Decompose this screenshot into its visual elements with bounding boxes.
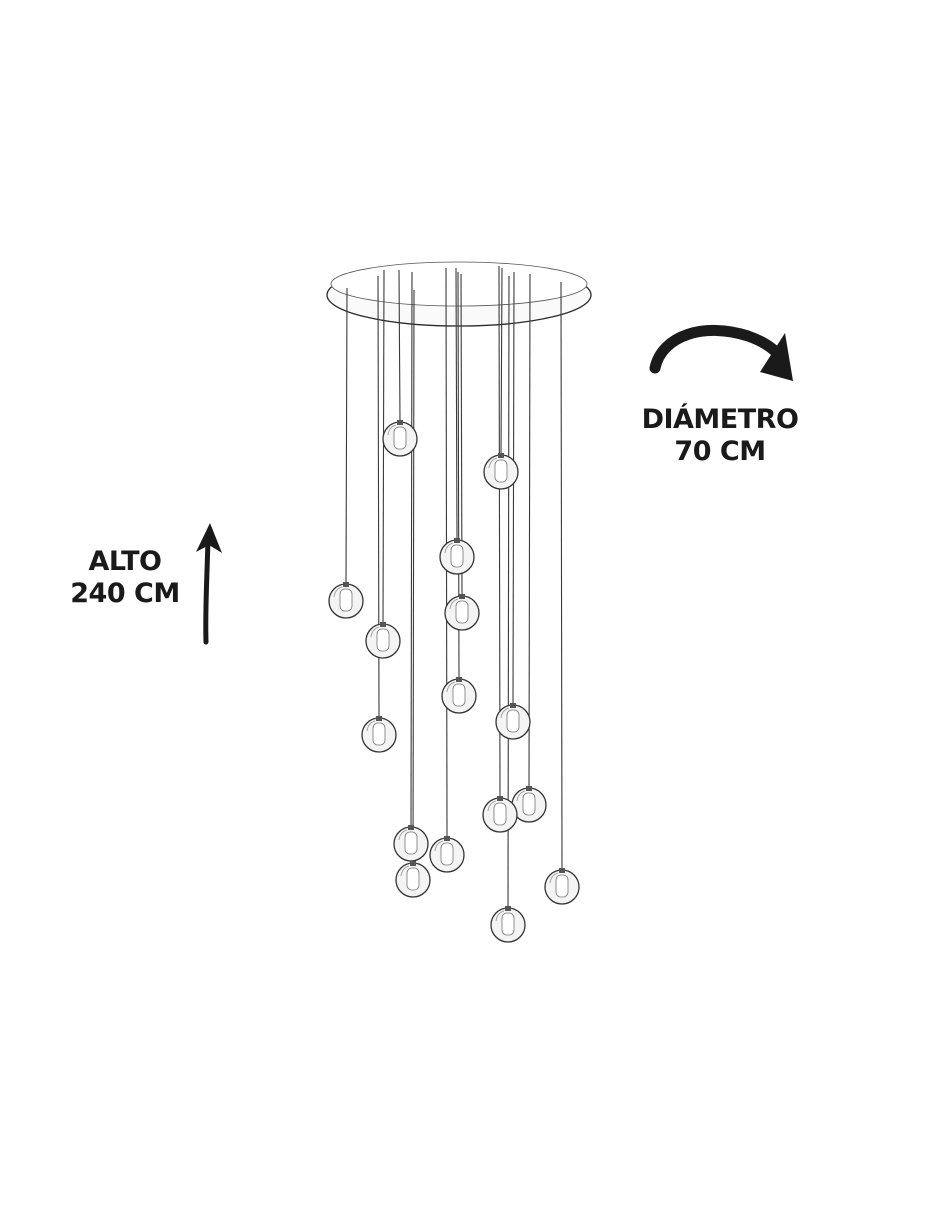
pendant-cable — [512, 271, 515, 706]
pendant-globe — [483, 453, 519, 490]
pendant-globe — [482, 796, 518, 833]
pendant-globe — [429, 836, 465, 873]
pendant-globe — [361, 716, 397, 753]
pendant-cable — [528, 273, 531, 789]
pendant-globe — [444, 594, 480, 631]
height-title: ALTO — [88, 546, 162, 577]
pendant-globe — [495, 703, 531, 740]
pendant-globe — [441, 677, 477, 714]
pendant-cable — [412, 289, 415, 864]
pendant-globes — [328, 420, 580, 943]
pendant-globe — [365, 622, 401, 659]
pendant-globe — [490, 906, 526, 943]
diameter-value: 70 CM — [674, 436, 766, 467]
pendant-cable — [345, 287, 348, 585]
diameter-label: DIÁMETRO 70 CM — [630, 404, 810, 468]
pendant-cable — [410, 271, 413, 828]
pendant-globe — [439, 538, 475, 575]
diameter-title: DIÁMETRO — [641, 404, 799, 435]
pendant-globe — [511, 786, 547, 823]
height-label: ALTO 240 CM — [60, 546, 190, 610]
height-value: 240 CM — [70, 578, 180, 609]
pendant-globe — [328, 582, 364, 619]
pendant-cable — [500, 267, 503, 456]
pendant-cable — [455, 267, 458, 541]
height-arrow-icon — [196, 523, 222, 645]
pendant-cable — [560, 281, 563, 871]
pendant-globe — [544, 868, 580, 905]
pendant-globe — [382, 420, 418, 457]
pendant-cable — [382, 269, 385, 625]
pendant-cable — [398, 269, 401, 423]
diameter-arrow-icon — [649, 324, 793, 381]
pendant-cable — [498, 265, 501, 799]
pendant-globe — [393, 825, 429, 862]
canopy-plate — [326, 261, 592, 327]
pendant-globe — [395, 861, 431, 898]
